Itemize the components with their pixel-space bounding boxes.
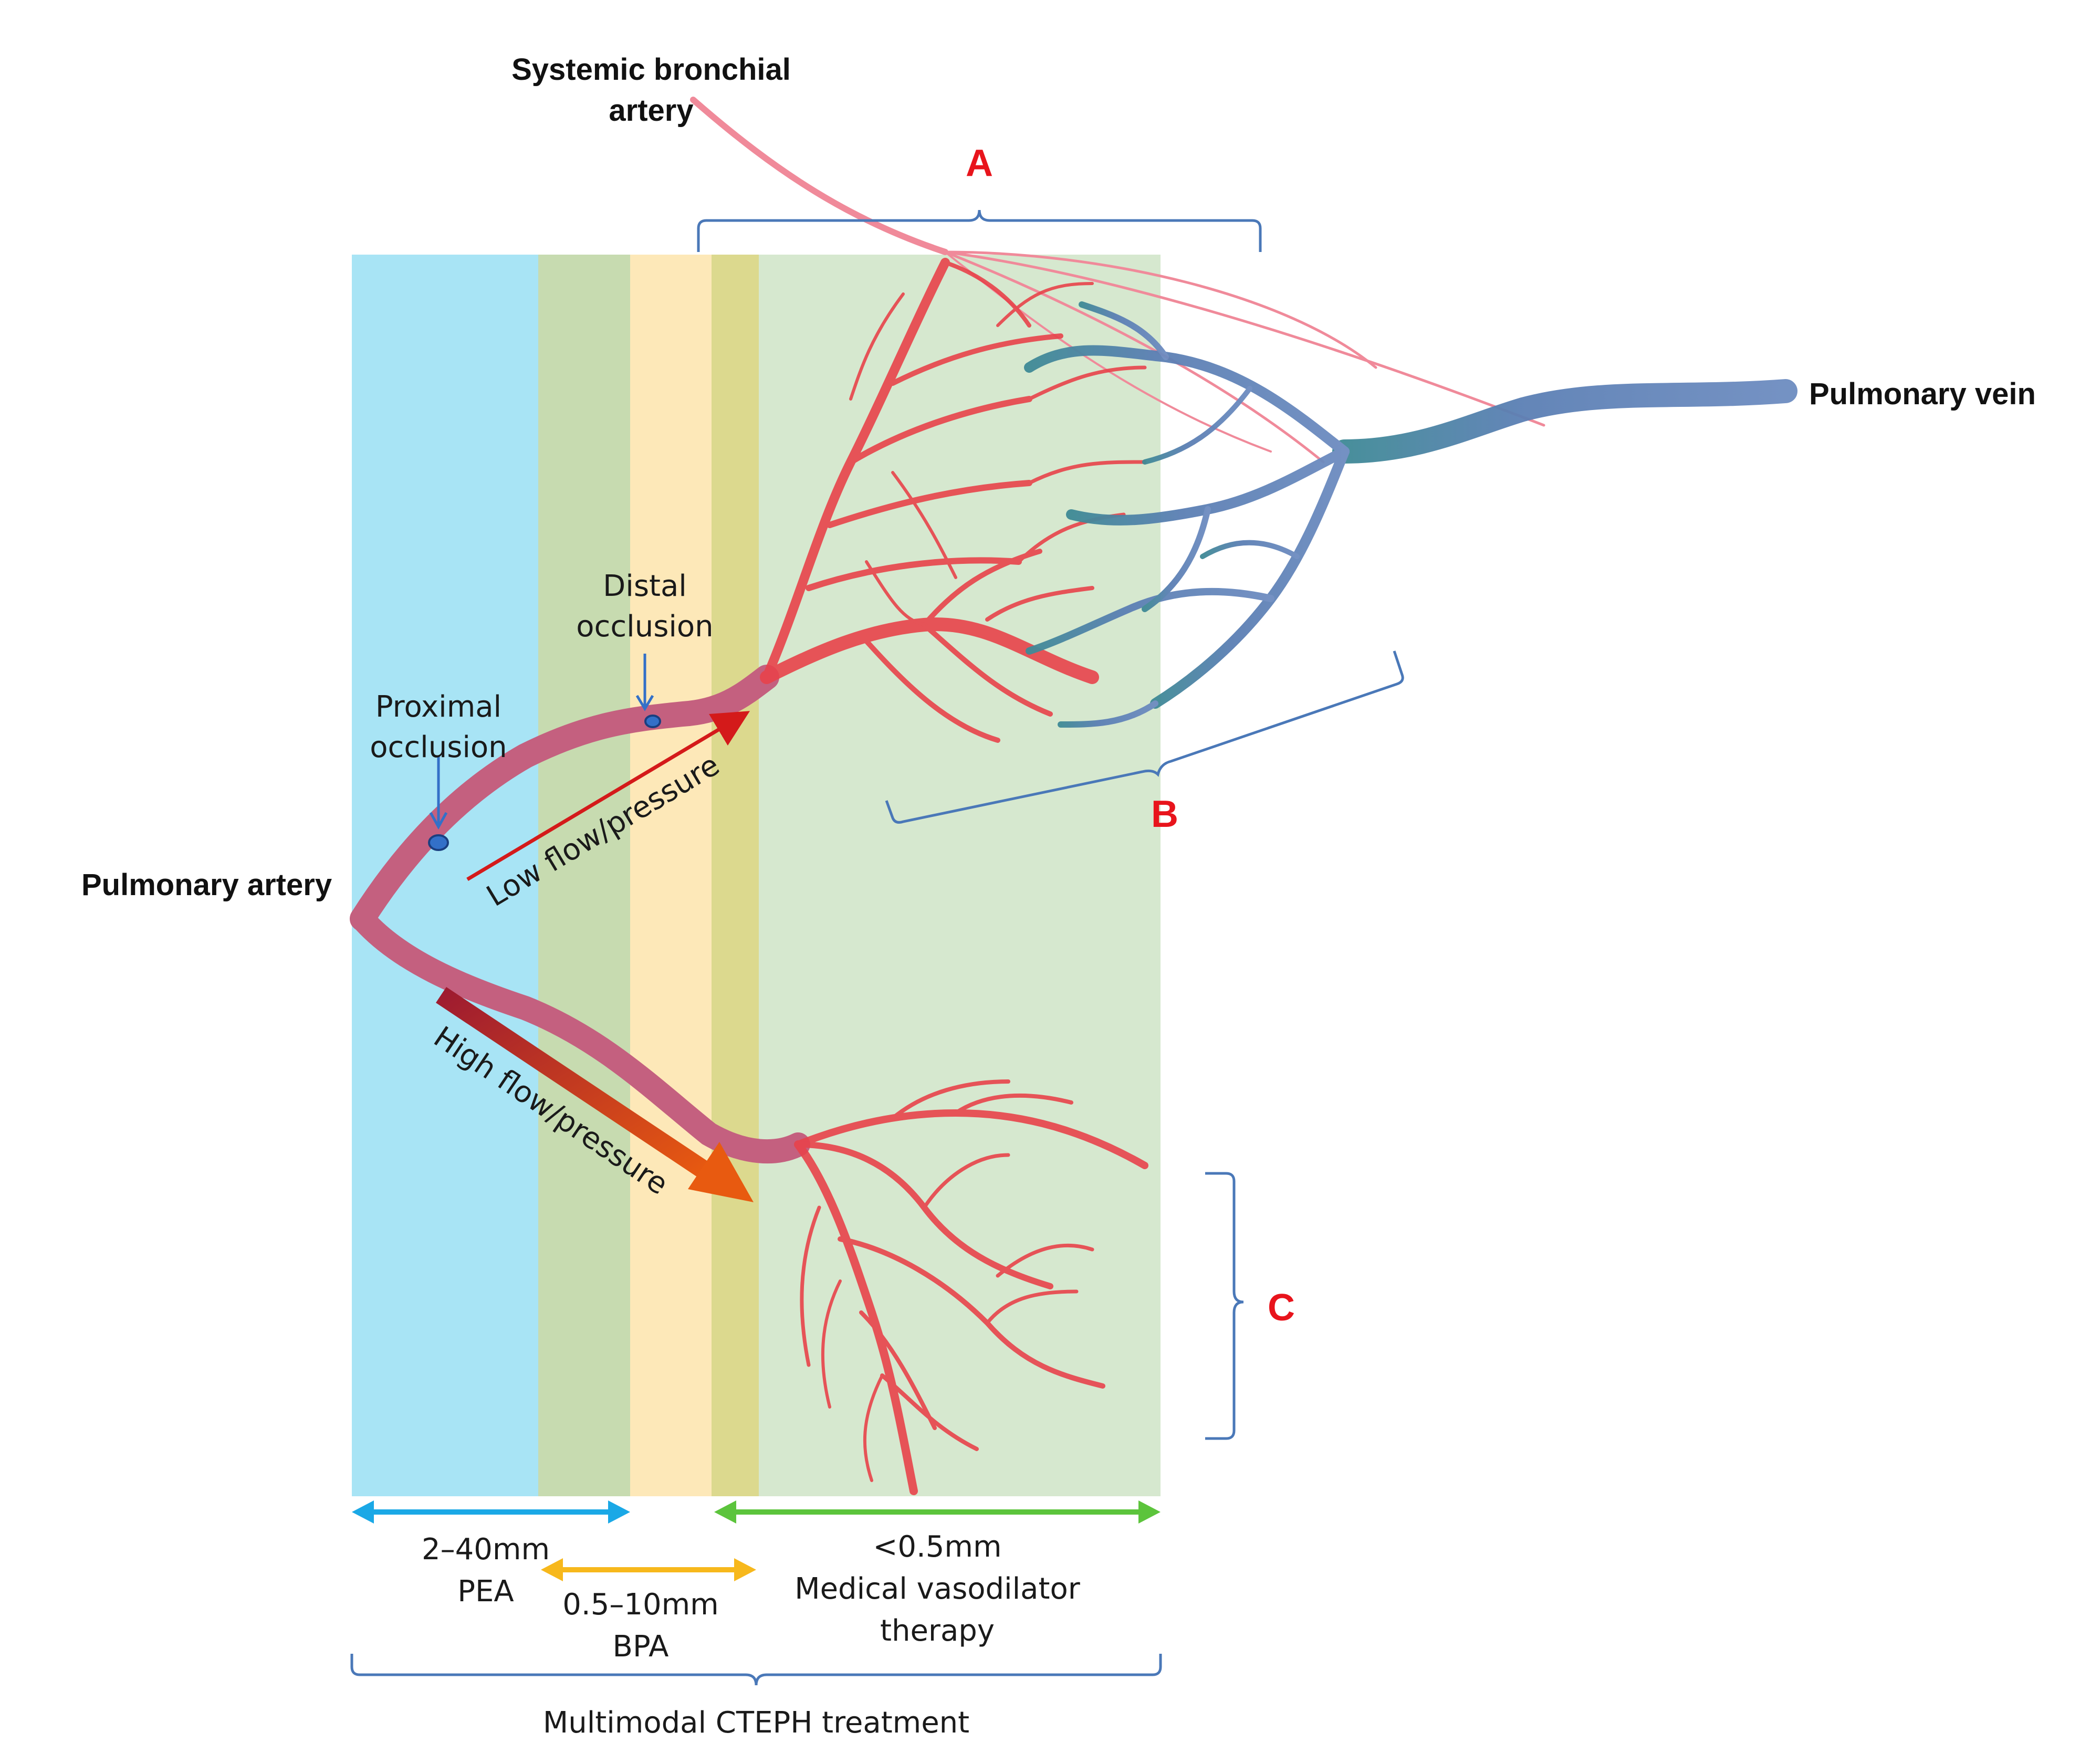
pea-range-arrow	[352, 1500, 630, 1524]
high-flow-arrow	[436, 987, 754, 1202]
occlusions	[428, 654, 661, 851]
systemic-bronchial-label-1: Systemic bronchial	[511, 52, 791, 87]
distal-occlusion-label-2: occlusion	[576, 610, 713, 644]
pulmonary-vein-label: Pulmonary vein	[1809, 377, 2036, 411]
bpa-band	[630, 255, 712, 1496]
medical-size-label: <0.5mm	[873, 1530, 1001, 1564]
pulmonary-vein-tree	[1024, 301, 1797, 728]
region-b-label: B	[1151, 793, 1178, 835]
multimodal-bracket	[350, 1654, 1162, 1686]
bpa-size-label: 0.5–10mm	[562, 1588, 718, 1622]
pea-bpa-overlap-band	[538, 255, 630, 1496]
range-arrows	[352, 1500, 1161, 1581]
region-brackets	[697, 209, 1404, 1440]
distal-occlusion-marker	[644, 715, 661, 728]
medical-band	[759, 255, 1161, 1496]
bracket-c	[1205, 1172, 1244, 1440]
systemic-bronchial-label-2: artery	[609, 93, 693, 128]
region-c-label: C	[1268, 1287, 1295, 1329]
multimodal-treatment-label: Multimodal CTEPH treatment	[543, 1706, 969, 1740]
bpa-name-label: BPA	[613, 1630, 669, 1664]
bracket-b	[885, 650, 1404, 824]
pulmonary-artery-label: Pulmonary artery	[81, 868, 332, 902]
pulmonary-artery-trunk	[350, 665, 810, 1164]
treatment-bands	[352, 255, 1161, 1496]
proximal-occlusion-label-1: Proximal	[375, 690, 501, 724]
bpa-range-arrow	[541, 1558, 756, 1581]
medical-name-label-2: therapy	[880, 1614, 995, 1648]
bracket-a	[697, 209, 1262, 252]
lower-arterial-tree	[794, 1079, 1148, 1495]
proximal-occlusion-label-2: occlusion	[370, 730, 507, 764]
pea-name-label: PEA	[457, 1574, 514, 1609]
region-a-label: A	[966, 142, 993, 184]
medical-range-arrow	[714, 1500, 1161, 1524]
bpa-medical-overlap-band	[712, 255, 759, 1496]
proximal-occlusion-marker	[428, 834, 449, 851]
low-flow-arrow	[466, 711, 750, 881]
pea-size-label: 2–40mm	[422, 1532, 550, 1567]
distal-occlusion-label-1: Distal	[603, 569, 687, 603]
distal-occlusion-pointer	[635, 654, 654, 711]
medical-name-label-1: Medical vasodilator	[795, 1572, 1080, 1606]
proximal-occlusion-pointer	[429, 756, 448, 830]
